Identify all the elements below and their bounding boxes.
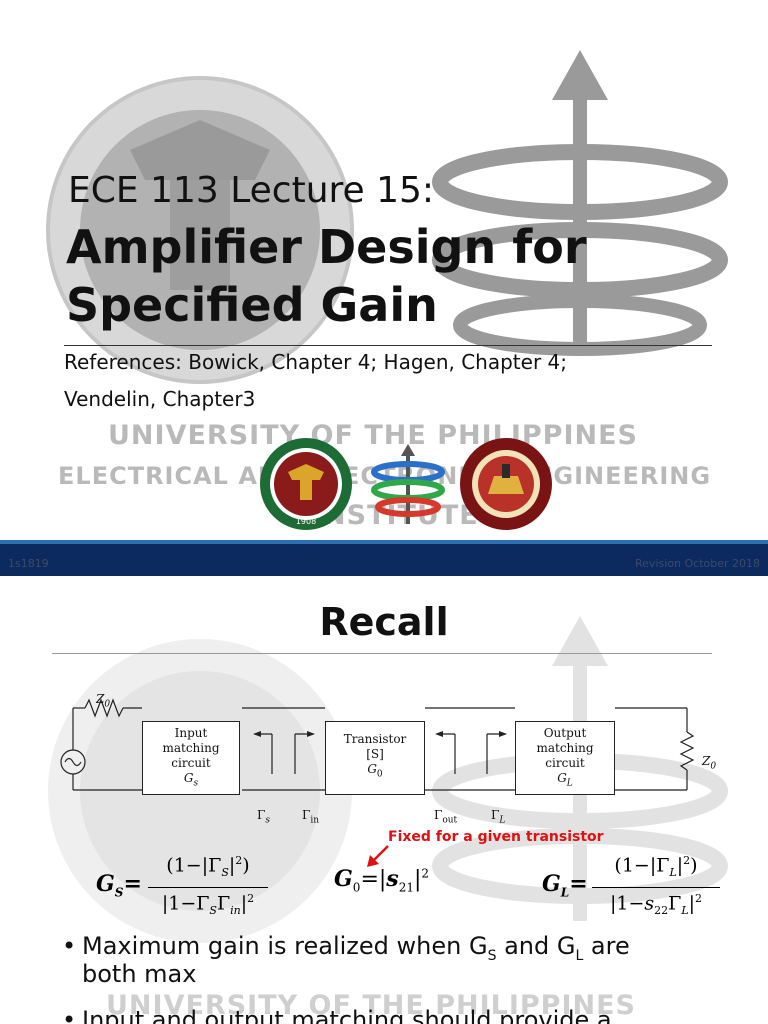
annotation-arrow-icon xyxy=(367,845,389,867)
slide-title: Recall xyxy=(319,600,449,644)
bullet-max-gain: • Maximum gain is realized when GS and G… xyxy=(62,932,630,988)
title-line-3: Specified Gain xyxy=(66,278,438,332)
engineering-seal-icon xyxy=(460,438,552,530)
gamma-in-label: Γin xyxy=(302,808,320,826)
fixed-annotation: Fixed for a given transistor xyxy=(388,829,604,845)
seal-year: 1908 xyxy=(296,517,316,526)
references-line-1: References: Bowick, Chapter 4; Hagen, Ch… xyxy=(64,350,567,374)
footer-revision: Revision October 2018 xyxy=(635,557,760,570)
input-matching-box: Input matching circuit Gs xyxy=(142,721,240,795)
footer-stripe xyxy=(0,540,768,545)
title-divider xyxy=(52,653,712,654)
z0-load-label: Z0 xyxy=(702,754,717,772)
title-slide: ECE 113 Lecture 15: Amplifier Design for… xyxy=(0,50,768,576)
footer-semester: 1s1819 xyxy=(8,557,49,570)
university-seal-icon: 1908 xyxy=(260,438,352,530)
title-line-2: Amplifier Design for xyxy=(66,220,587,274)
amplifier-block-diagram xyxy=(60,698,695,791)
gamma-out-label: Γout xyxy=(434,808,458,826)
eeei-logo-icon xyxy=(371,444,445,524)
title-divider xyxy=(64,345,712,346)
transistor-box: Transistor [S] G0 xyxy=(325,721,425,795)
g0-equation: G0=|s21|2 xyxy=(334,866,430,895)
footer-bar xyxy=(0,544,768,576)
gl-equation: GL= (1−|ΓL|2) |1−s22ΓL|2 xyxy=(542,854,722,926)
output-matching-box: Output matching circuit GL xyxy=(515,721,615,795)
gamma-s-label: Γs xyxy=(257,808,270,826)
gs-equation: GS= (1−|ΓS|2) |1−ΓSΓin|2 xyxy=(96,854,276,926)
institute-watermark-line-1: UNIVERSITY OF THE PHILIPPINES xyxy=(108,420,639,451)
gamma-l-label: ΓL xyxy=(491,808,506,826)
references-line-2: Vendelin, Chapter3 xyxy=(64,387,256,411)
watermark-seal-icon xyxy=(46,76,354,384)
institute-watermark-line-1: UNIVERSITY OF THE PHILIPPINES xyxy=(106,990,637,1021)
z0-source-label: Z0 xyxy=(96,692,111,710)
watermark-coil-icon xyxy=(432,50,728,356)
recall-slide: Recall xyxy=(0,576,768,1024)
lecture-number: ECE 113 Lecture 15: xyxy=(68,170,435,211)
bullet-matching: • Input and output matching should provi… xyxy=(62,1006,612,1024)
